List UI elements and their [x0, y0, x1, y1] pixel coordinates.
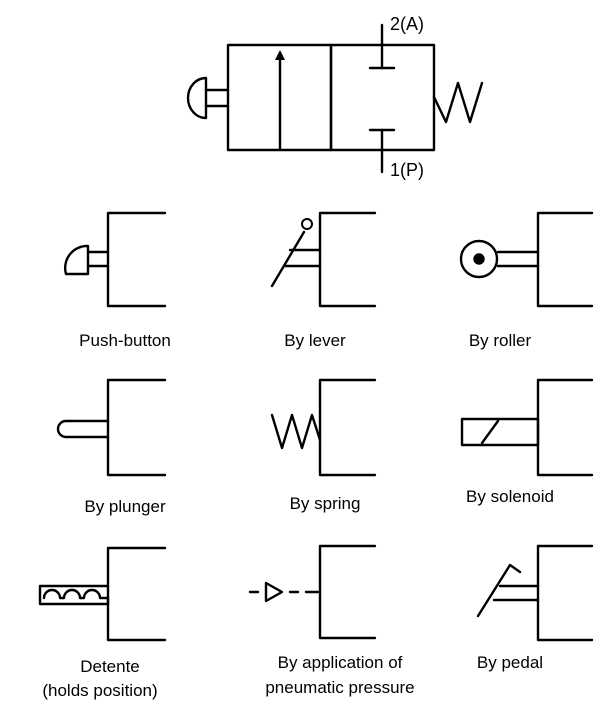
roller-center-icon	[473, 253, 485, 265]
main-valve-symbol	[186, 23, 484, 174]
roller-symbol	[459, 211, 594, 308]
label-by-lever: By lever	[284, 331, 346, 350]
lever-symbol	[270, 211, 377, 308]
lever-arm	[270, 230, 306, 288]
label-detente-line2: (holds position)	[42, 681, 158, 700]
spring-icon	[270, 413, 322, 450]
label-by-plunger: By plunger	[84, 497, 166, 516]
plunger-valve-edge	[106, 378, 167, 477]
plunger-rod-icon	[56, 419, 110, 439]
label-pneumatic-line2: pneumatic pressure	[265, 678, 415, 697]
solenoid-valve-edge	[536, 378, 594, 477]
plunger-symbol	[56, 378, 167, 477]
pedal-symbol	[476, 544, 594, 642]
detente-symbol	[38, 546, 167, 642]
lever-valve-edge	[318, 211, 377, 308]
port-a-label: 2(A)	[390, 14, 425, 34]
pedal-icon	[476, 563, 522, 618]
roller-wheel-icon	[459, 239, 499, 279]
solenoid-coil-icon	[460, 417, 540, 447]
pushbutton-valve-edge	[106, 211, 167, 308]
return-spring-icon	[432, 81, 484, 124]
detente-valve-edge	[106, 546, 167, 642]
solenoid-symbol	[460, 378, 594, 477]
roller-valve-edge	[536, 211, 594, 308]
pilot-triangle-icon	[264, 581, 284, 603]
label-by-pedal: By pedal	[476, 653, 544, 672]
port-p-label: 1(P)	[390, 160, 425, 180]
solenoid-diagonal	[480, 419, 500, 445]
pneumatic-valve-edge	[318, 544, 377, 640]
label-pneumatic: By application of	[277, 653, 403, 672]
lever-knob-icon	[301, 218, 313, 230]
pushbutton-symbol	[64, 211, 167, 308]
detente-notches-icon	[38, 584, 110, 606]
spring-valve-edge	[318, 378, 377, 477]
pneumatic-symbol	[248, 544, 377, 640]
pushbutton-head-small	[64, 244, 90, 276]
label-by-roller: By roller	[468, 331, 532, 350]
label-push-button: Push-button	[79, 331, 171, 350]
label-by-spring: By spring	[289, 494, 361, 513]
label-detente: Detente	[80, 657, 140, 676]
pushbutton-head	[186, 76, 208, 120]
spring-symbol	[270, 378, 377, 477]
label-by-solenoid: By solenoid	[466, 487, 554, 506]
pedal-valve-edge	[536, 544, 594, 642]
